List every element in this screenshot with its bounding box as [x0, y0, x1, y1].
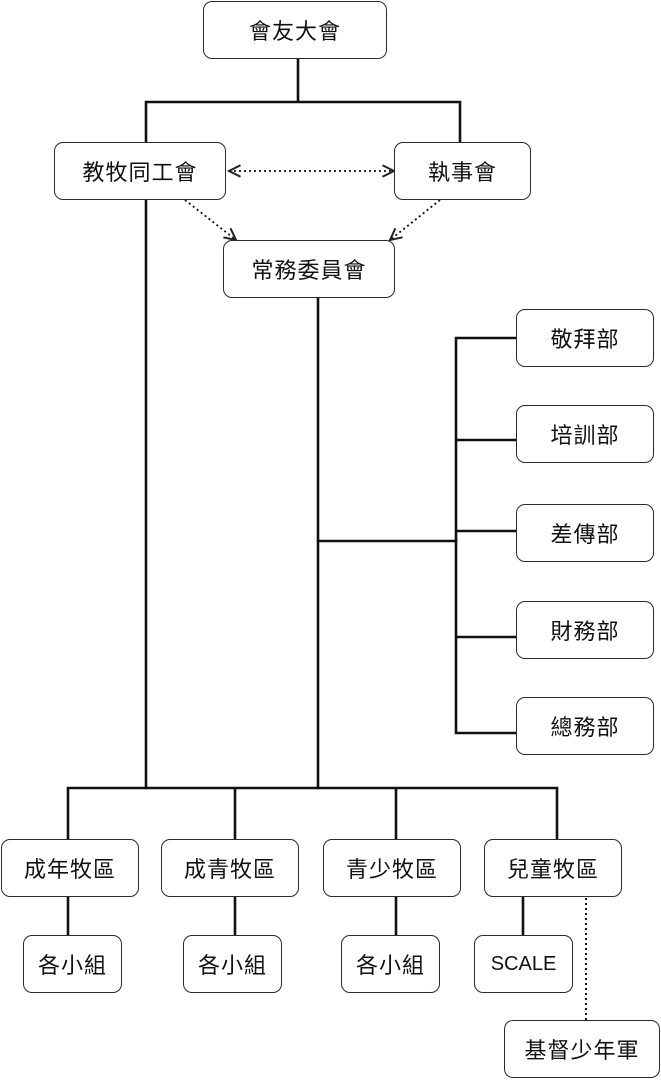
node-district: 青少牧區: [323, 839, 461, 897]
dotted-arrow-deacons-committee: [390, 199, 441, 240]
node-department: 培訓部: [516, 405, 654, 463]
connector-committee-trunk: [316, 296, 458, 790]
node-pastoral-staff: 教牧同工會: [54, 142, 226, 200]
dotted-arrow-staff-committee: [184, 199, 236, 240]
node-small-groups: 各小組: [23, 935, 122, 993]
connector-department-bus: [454, 336, 518, 735]
node-district: 成年牧區: [1, 839, 139, 897]
node-congregation: 會友大會: [203, 1, 387, 59]
node-district: 成青牧區: [161, 839, 299, 897]
node-department: 敬拜部: [516, 309, 654, 367]
node-department: 差傳部: [516, 504, 654, 562]
node-deacons: 執事會: [394, 142, 531, 200]
node-affiliated: 基督少年軍: [504, 1020, 660, 1078]
node-small-groups: 各小組: [183, 935, 282, 993]
connector-district-bus: [66, 786, 559, 841]
node-scale: SCALE: [474, 935, 573, 993]
node-small-groups: 各小組: [341, 935, 440, 993]
node-department: 財務部: [516, 601, 654, 659]
node-district: 兒童牧區: [484, 839, 622, 897]
connector-congregation: [144, 58, 462, 144]
node-standing-committee: 常務委員會: [223, 240, 395, 298]
connector-district-groups: [66, 895, 525, 937]
node-department: 總務部: [516, 697, 654, 755]
